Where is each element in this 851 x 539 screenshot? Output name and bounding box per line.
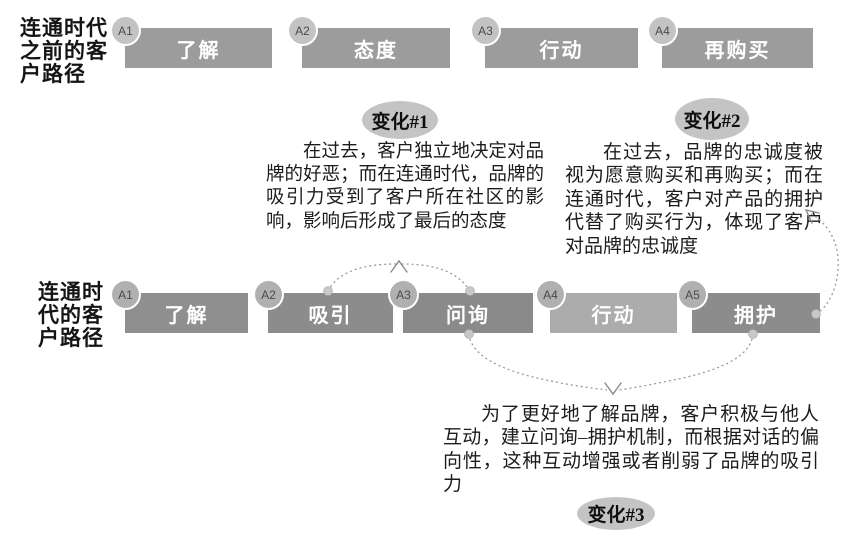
stage-badge-connected-a5: A5 xyxy=(679,281,706,308)
connected-era-row-label: 连通时 代的客 户路径 xyxy=(38,280,104,350)
badge-label: A4 xyxy=(655,23,670,38)
dashed-curve-advocate-to-change3 xyxy=(618,333,754,391)
dashed-curve-appeal-to-change1 xyxy=(327,263,397,292)
stage-bar-connected-appeal: 吸引 xyxy=(268,293,393,333)
stage-badge-connected-a3: A3 xyxy=(390,281,417,308)
stage-badge-connected-a2: A2 xyxy=(255,281,282,308)
stage-label: 行动 xyxy=(591,304,636,327)
stage-label: 行动 xyxy=(539,39,584,62)
stage-badge-pre-a4: A4 xyxy=(649,17,676,44)
change3-description: 为了更好地了解品牌，客户积极与他人互动，建立问询–拥护机制，而根据对话的偏向性，… xyxy=(443,404,819,496)
stage-badge-pre-a1: A1 xyxy=(112,17,139,44)
badge-label: A2 xyxy=(295,23,310,38)
stage-bar-pre-repurchase: 再购买 xyxy=(662,28,813,68)
stage-label: 了解 xyxy=(176,39,221,62)
badge-label: A4 xyxy=(543,287,558,302)
dashed-curve-ask-to-change3 xyxy=(468,333,608,391)
stage-badge-pre-a3: A3 xyxy=(472,17,499,44)
stage-bar-connected-aware: 了解 xyxy=(125,293,248,333)
stage-label: 吸引 xyxy=(308,304,353,327)
badge-label: A1 xyxy=(118,287,133,302)
change1-description: 在过去，客户独立地决定对品牌的好恶；而在连通时代，品牌的吸引力受到了客户所在社区… xyxy=(266,142,544,232)
change2-tag-label: 变化#2 xyxy=(683,110,741,132)
change2-tag: 变化#2 xyxy=(675,98,749,140)
badge-label: A3 xyxy=(478,23,493,38)
stage-badge-pre-a2: A2 xyxy=(289,17,316,44)
stage-label: 了解 xyxy=(164,304,209,327)
stage-bar-connected-act: 行动 xyxy=(550,293,677,333)
pre-era-row-label: 连通时代 之前的客 户路径 xyxy=(20,16,108,86)
change1-tag: 变化#1 xyxy=(362,101,438,139)
change3-tag-label: 变化#3 xyxy=(587,505,645,526)
stage-bar-pre-attitude: 态度 xyxy=(302,28,450,68)
change3-tag: 变化#3 xyxy=(577,497,655,530)
badge-label: A5 xyxy=(685,287,700,302)
stage-bar-connected-advocate: 拥护 xyxy=(692,293,820,333)
stage-label: 问询 xyxy=(446,304,490,327)
stage-badge-connected-a1: A1 xyxy=(112,281,139,308)
change2-description: 在过去，品牌的忠诚度被视为愿意购买和再购买；而在连通时代，客户对产品的拥护代替了… xyxy=(565,142,823,257)
stage-label: 再购买 xyxy=(704,39,771,62)
arrow-up-change1-icon xyxy=(390,259,408,273)
arrow-down-change3-icon xyxy=(604,382,622,396)
badge-label: A3 xyxy=(396,287,411,302)
badge-label: A1 xyxy=(118,23,133,38)
stage-label: 态度 xyxy=(354,39,398,62)
stage-bar-pre-aware: 了解 xyxy=(125,28,272,68)
stage-badge-connected-a4: A4 xyxy=(537,281,564,308)
badge-label: A2 xyxy=(261,287,276,302)
change1-tag-label: 变化#1 xyxy=(371,111,429,133)
stage-bar-connected-ask: 问询 xyxy=(403,293,533,333)
stage-label: 拥护 xyxy=(734,304,778,327)
stage-bar-pre-act: 行动 xyxy=(485,28,638,68)
